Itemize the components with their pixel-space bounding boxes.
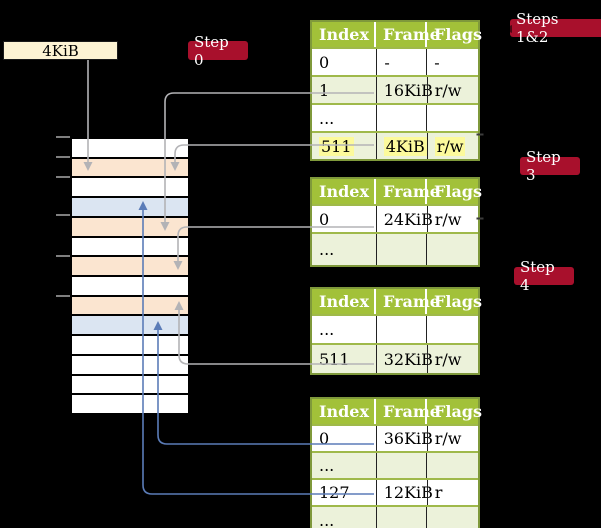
step-4-label: Step 4 [514,258,574,294]
table-row: ... [312,505,478,528]
step-0-label: Step 0 [188,33,248,69]
frame-size-label: 4KiB [3,41,118,60]
column-header-index: Index [319,25,370,44]
memory-frame-row [72,235,188,256]
column-header-flags: Flags [425,399,482,424]
memory-frame-row [72,156,188,177]
column-header-index: Index [319,292,370,311]
table-row: ... [312,451,478,478]
memory-frame-row [72,215,188,236]
column-header-frame: Frame [374,22,440,47]
memory-frame-row [72,255,188,276]
address-tick [56,156,70,158]
page-table-2: Index Frame Flags 0 24KiB r/w ... [310,177,482,267]
table-row-highlighted: 511 4KiB r/w [312,131,478,159]
table-row: 1 16KiB r/w [312,75,478,103]
memory-frame-row [72,314,188,335]
table-row: 127 12KiB r [312,478,478,505]
column-header-flags: Flags [425,179,482,204]
page-table-1: Index Frame Flags 0 - - 1 16KiB r/w ... … [310,20,482,161]
table-row: 511 32KiB r/w [312,343,478,373]
address-tick [56,255,70,257]
column-header-frame: Frame [374,399,440,424]
table-row: 0 24KiB r/w [312,204,478,232]
column-header-frame: Frame [374,179,440,204]
address-tick [56,295,70,297]
column-header-index: Index [319,402,370,421]
frame-size-text: 4KiB [42,41,79,60]
column-header-flags: Flags [425,289,482,314]
physical-memory-column [70,137,190,415]
address-tick [56,214,70,216]
page-table-4: Index Frame Flags 0 36KiB r/w ... 127 12… [310,397,482,528]
steps-1-2-label: Steps 1&2 [510,10,601,46]
memory-frame-row [72,373,188,394]
memory-frame-row [72,196,188,216]
table-row: ... [312,232,478,265]
step-3-label: Step 3 [520,148,580,184]
column-header-flags: Flags [425,22,482,47]
table-row: ... [312,103,478,131]
address-tick [56,176,70,178]
page-table-3: Index Frame Flags ... 511 32KiB r/w [310,287,482,375]
memory-frame-row [72,393,188,414]
memory-frame-row [72,275,188,295]
column-header-frame: Frame [374,289,440,314]
memory-frame-row [72,176,188,197]
memory-frame-row [72,353,188,374]
column-header-index: Index [319,182,370,201]
address-tick [56,136,70,138]
table-row: 0 - - [312,47,478,75]
table-row: 0 36KiB r/w [312,424,478,451]
memory-frame-row [72,334,188,354]
memory-frame-row [72,294,188,315]
table-row: ... [312,314,478,343]
memory-frame-row [72,139,188,157]
